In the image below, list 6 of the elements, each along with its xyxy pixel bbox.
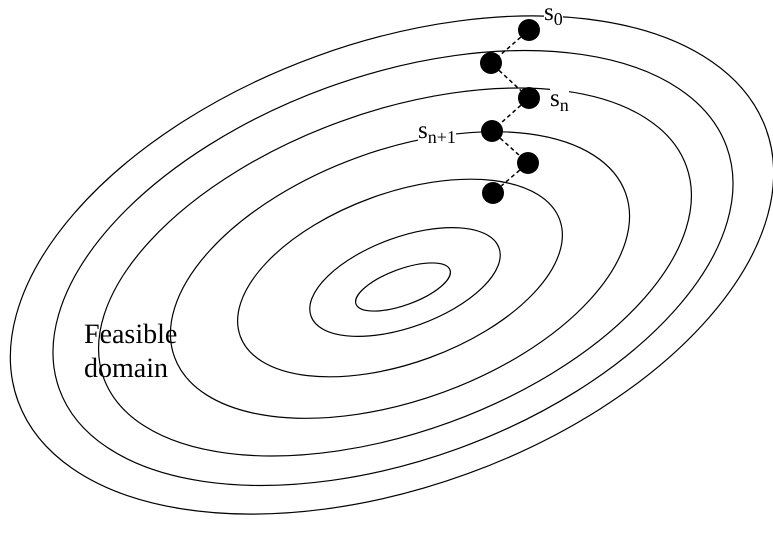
dashed-connector <box>500 104 522 124</box>
point-label: s$_{n}$ <box>550 86 569 111</box>
dashed-connector <box>498 36 522 56</box>
dashed-connector <box>498 70 522 92</box>
dashed-connector <box>500 138 520 156</box>
dashed-connector <box>500 170 520 186</box>
